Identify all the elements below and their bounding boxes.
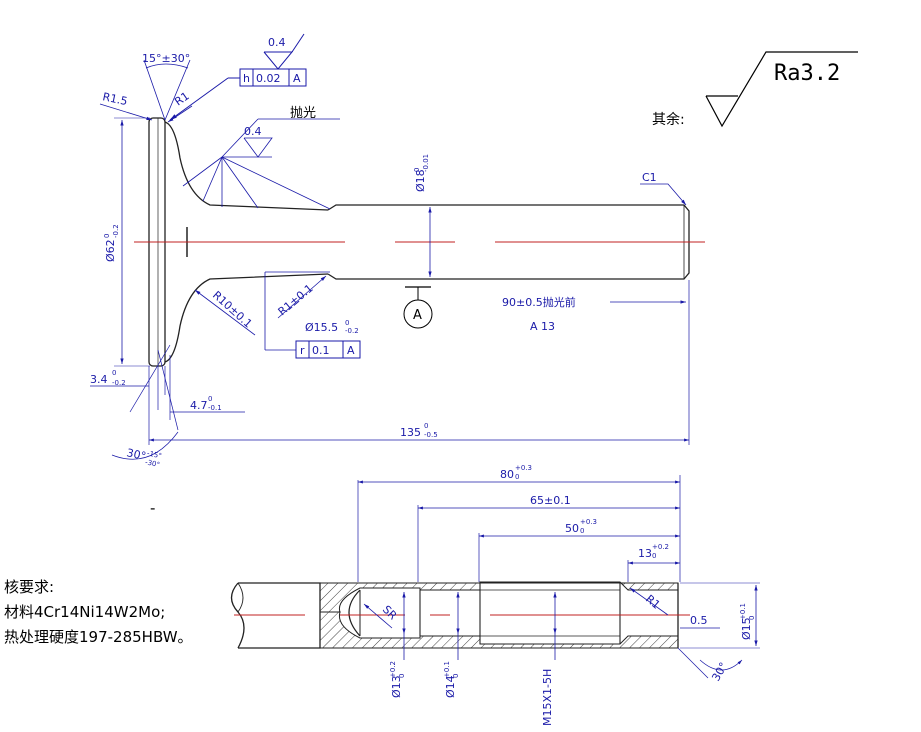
section-dia13: Ø13 [390, 675, 403, 698]
stem-length-note: 90±0.5抛光前 [502, 295, 576, 309]
edge-radius: R1.5 [101, 90, 128, 108]
seat-roughness: 0.4 [244, 125, 262, 138]
stray-mark: - [150, 499, 155, 517]
stem-diameter-dim: Ø18 0 -0.01 [413, 154, 432, 277]
seat-angle: 30° [125, 446, 147, 463]
head-diameter: Ø62 [104, 239, 117, 262]
head-thickness: 3.4 [90, 373, 108, 386]
stem-diameter: Ø18 [414, 169, 427, 192]
section-thread: M15X1-5H [541, 669, 554, 726]
runout-datum: A [347, 344, 355, 357]
svg-text:-0.5: -0.5 [424, 431, 438, 439]
svg-text:+0.3: +0.3 [580, 518, 597, 526]
svg-text:0: 0 [208, 395, 212, 403]
flatness-symbol: h [243, 72, 250, 85]
runout-frame: r 0.1 A [295, 340, 361, 359]
svg-text:0: 0 [103, 234, 111, 238]
svg-text:+0.3: +0.3 [515, 464, 532, 472]
notes-heading: 核要求: [4, 578, 54, 596]
section-len65: 65±0.1 [530, 494, 571, 507]
flatness-datum: A [293, 72, 301, 85]
flatness-frame: h 0.02 A 0.4 [169, 33, 307, 121]
svg-text:0: 0 [345, 319, 349, 327]
svg-text:-0.01: -0.01 [422, 154, 430, 172]
flatness-roughness: 0.4 [268, 36, 286, 49]
notes-hardness: 热处理硬度197-285HBW。 [4, 628, 193, 646]
svg-text:-0.1: -0.1 [208, 404, 222, 412]
svg-text:0: 0 [112, 369, 116, 377]
section-len80: 80 [500, 468, 514, 481]
svg-text:-0.2: -0.2 [112, 379, 126, 387]
rest-label: 其余: [652, 111, 685, 128]
section-dia15: Ø15 [740, 617, 753, 640]
datum-a: A [403, 286, 433, 329]
svg-text:0: 0 [515, 473, 519, 481]
runout-symbol: r [300, 344, 305, 357]
section-len13: 13 [638, 547, 652, 560]
svg-text:+0.2: +0.2 [652, 543, 669, 551]
fillet-radius: R10±0.1 [210, 289, 255, 331]
lower-dims [90, 280, 690, 460]
datum-label: A [413, 308, 422, 323]
polish-note: 抛光 [290, 106, 316, 121]
section-gap: 0.5 [690, 614, 708, 627]
section-angle: 30° [709, 660, 730, 683]
svg-text:0: 0 [748, 616, 756, 620]
svg-text:0: 0 [424, 422, 428, 430]
polish-lines [182, 118, 340, 210]
svg-text:0: 0 [652, 552, 656, 560]
section-len50: 50 [565, 522, 579, 535]
neck-radius: R1±0.1 [276, 282, 316, 319]
runout-value: 0.1 [312, 344, 330, 357]
svg-text:-30°: -30° [144, 458, 160, 469]
svg-text:-0.2: -0.2 [112, 224, 120, 238]
svg-text:+0.1: +0.1 [443, 661, 451, 678]
seat-length: 4.7 [190, 399, 208, 412]
svg-text:0: 0 [452, 674, 460, 678]
flatness-value: 0.02 [256, 72, 281, 85]
seat-radius: R1 [172, 89, 191, 108]
svg-text:0: 0 [398, 674, 406, 678]
svg-text:-0.2: -0.2 [345, 327, 359, 335]
top-angle-dim [143, 59, 191, 121]
section-dia14: Ø14 [444, 675, 457, 698]
chamfer: C1 [642, 171, 657, 184]
svg-text:-15°: -15° [146, 449, 162, 460]
surface-finish-block: 其余: Ra3.2 [652, 51, 858, 128]
neck-diameter-dim: Ø15.5 0 -0.2 [264, 271, 359, 351]
notes-material: 材料4Cr14Ni14W2Mo; [4, 603, 165, 621]
tech-notes: 核要求: 材料4Cr14Ni14W2Mo; 热处理硬度197-285HBW。 [4, 578, 193, 646]
finish-symbol-icon [705, 51, 858, 128]
section-bore-dims [402, 592, 557, 660]
svg-text:+0.1: +0.1 [739, 603, 747, 620]
neck-diameter: Ø15.5 [305, 321, 338, 334]
svg-text:0: 0 [580, 527, 584, 535]
section-view [230, 581, 690, 649]
top-angle: 15°±30° [142, 52, 190, 65]
svg-text:+0.2: +0.2 [389, 661, 397, 678]
head-diameter-dim: Ø62 0 -0.2 [103, 117, 150, 367]
section-length-dims [357, 475, 681, 582]
overall-length: 135 [400, 426, 421, 439]
svg-text:0: 0 [413, 168, 421, 172]
finish-value: Ra3.2 [774, 61, 840, 86]
stem-ref: A 13 [530, 320, 555, 333]
section-dia15-dim: Ø15 +0.1 0 [680, 582, 760, 649]
